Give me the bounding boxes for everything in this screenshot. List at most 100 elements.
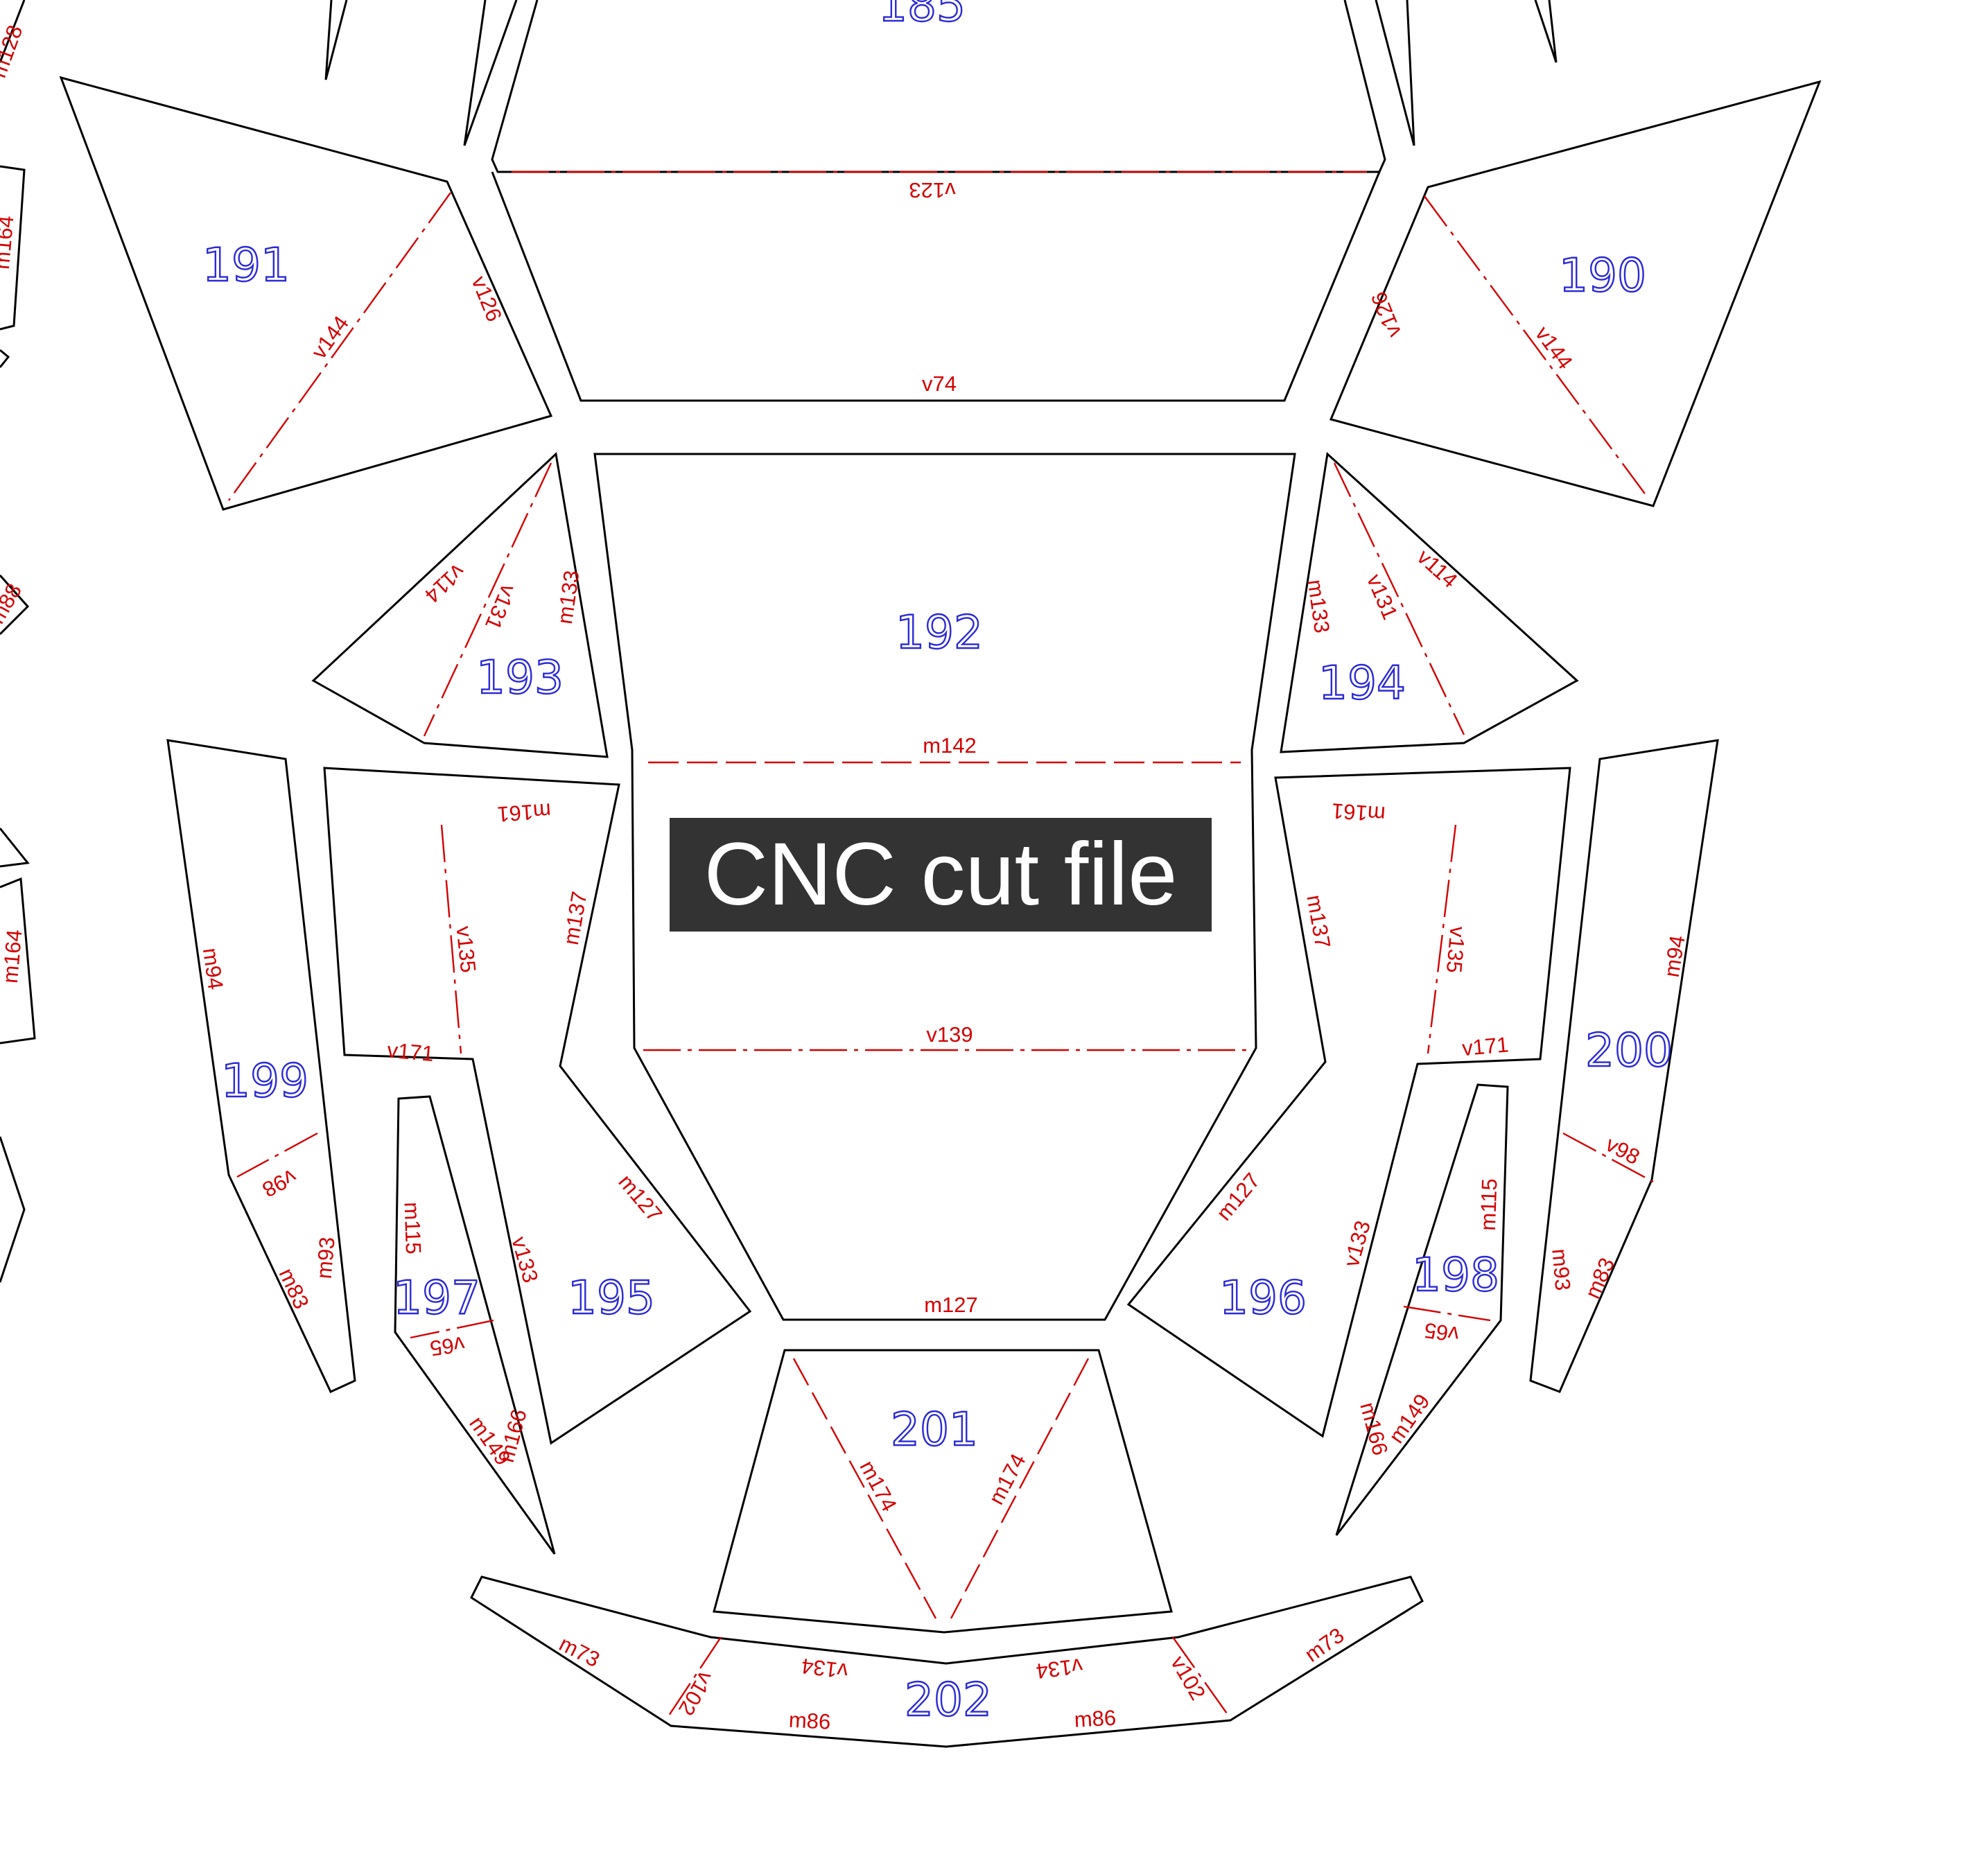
part-number-197: 197 [393, 1271, 480, 1325]
edge-label-m86-right: m86 [1074, 1706, 1117, 1732]
part-194-outline [1280, 452, 1579, 753]
cut-outlines [0, 0, 1822, 1748]
edge-label-v74: v74 [922, 372, 957, 396]
edge-label-m115-left: m115 [400, 1202, 426, 1255]
fold-v65-right [1403, 1305, 1491, 1322]
edge-label-m161-right: m161 [1331, 798, 1386, 826]
edge-label-m174-left: m174 [855, 1456, 901, 1515]
edge-label-m161-left: m161 [496, 798, 552, 826]
part-number-196: 196 [1219, 1271, 1307, 1325]
part-192-outline [593, 453, 1296, 1321]
part-191-outline [59, 76, 553, 511]
partial-piece-left-7 [0, 1136, 26, 1283]
edge-label-v126-left: v126 [467, 272, 507, 324]
part-numbers: 185 190 191 192 193 194 195 196 197 198 … [202, 0, 1673, 1727]
fold-lines [228, 171, 1654, 1716]
partial-piece-left-2 [0, 165, 26, 331]
edge-label-m73-left: m73 [555, 1632, 604, 1672]
fold-v131-right [1333, 462, 1465, 735]
part-196-outline [1126, 767, 1571, 1438]
part-197-outline [394, 1095, 556, 1555]
part-193-outline [311, 452, 609, 758]
part-192-top-outline [491, 171, 1381, 402]
edge-label-v65-right: v65 [1422, 1318, 1460, 1347]
edge-label-v98-left: v98 [259, 1164, 301, 1202]
edge-label-m164-upper: m164 [0, 215, 19, 270]
edge-label-v134-right: v134 [1035, 1654, 1084, 1684]
part-201-outline [713, 1349, 1173, 1634]
fold-v98-left [236, 1132, 318, 1178]
sliver-top-left-a [324, 0, 348, 80]
part-number-198: 198 [1412, 1248, 1499, 1302]
edge-label-m133-left: m133 [552, 569, 584, 626]
edge-label-v65-left: v65 [428, 1331, 466, 1361]
edge-label-v102-right: v102 [1166, 1652, 1210, 1704]
edge-label-m127-left: m127 [613, 1170, 667, 1227]
edge-label-m86-left: m86 [788, 1708, 831, 1734]
edge-label-v135-right: v135 [1442, 925, 1470, 974]
part-number-192: 192 [896, 606, 983, 659]
partial-piece-left-5 [0, 828, 30, 868]
part-number-201: 201 [891, 1403, 978, 1456]
part-202-outline [470, 1575, 1424, 1748]
edge-label-m127-bottom: m127 [924, 1293, 978, 1317]
edge-label-m115-right: m115 [1476, 1178, 1502, 1231]
edge-label-m93-right: m93 [1547, 1248, 1575, 1291]
part-number-185: 185 [878, 0, 966, 32]
edge-label-v131-left: v131 [480, 581, 521, 634]
part-199-outline [166, 739, 356, 1393]
fold-v102-left [668, 1636, 722, 1716]
edge-label-m149-right: m149 [1384, 1390, 1435, 1448]
edge-label-v126-right: v126 [1366, 288, 1406, 340]
edge-label-v171-right: v171 [1461, 1032, 1510, 1060]
edge-label-m128: m128 [0, 22, 28, 81]
part-number-190: 190 [1559, 249, 1646, 302]
sliver-top-right-a [1375, 0, 1415, 146]
part-number-194: 194 [1318, 656, 1406, 710]
edge-label-v114-right: v114 [1413, 545, 1463, 593]
part-number-202: 202 [905, 1673, 992, 1727]
part-number-199: 199 [221, 1054, 308, 1108]
edge-label-m83-right: m83 [1580, 1254, 1620, 1302]
edge-label-m142: m142 [923, 733, 977, 758]
edge-label-m94-right: m94 [1659, 934, 1690, 979]
part-185-outline [491, 0, 1386, 173]
edge-label-m137-right: m137 [1302, 893, 1335, 950]
edge-label-v171-left: v171 [386, 1038, 435, 1066]
part-190-outline [1329, 80, 1822, 507]
edge-label-v102-left: v102 [674, 1667, 718, 1720]
fold-v98-right [1562, 1132, 1654, 1183]
partial-piece-left-6 [0, 877, 36, 1045]
edge-label-m94-left: m94 [198, 946, 228, 991]
part-number-200: 200 [1585, 1024, 1673, 1077]
fold-v135-right [1427, 824, 1457, 1054]
edge-label-v139: v139 [926, 1022, 973, 1047]
edge-label-m93-left: m93 [312, 1236, 340, 1279]
fold-v135-left [440, 824, 462, 1054]
edge-label-m174-right: m174 [984, 1449, 1030, 1508]
partial-piece-left-4 [0, 575, 30, 636]
sliver-top-left-b [463, 0, 518, 146]
fold-v144-left [228, 192, 451, 501]
edge-label-v134-left: v134 [800, 1654, 849, 1684]
edge-label-v133-right: v133 [1339, 1218, 1375, 1269]
edge-label-v98-right: v98 [1602, 1132, 1644, 1169]
edge-label-m133-right: m133 [1303, 578, 1334, 635]
fold-v144-right [1424, 195, 1647, 496]
part-200-outline [1529, 739, 1719, 1393]
edge-label-v131-right: v131 [1362, 570, 1402, 623]
fold-m174-right [950, 1358, 1090, 1619]
partial-piece-left-3 [0, 349, 10, 368]
edge-label-v133-left: v133 [507, 1234, 543, 1285]
cnc-banner: CNC cut file [670, 818, 1212, 932]
edge-label-v114-left: v114 [420, 559, 469, 608]
fold-v65-left [410, 1319, 494, 1339]
sliver-top-right-b [1534, 0, 1558, 63]
edge-label-m127-right: m127 [1212, 1169, 1265, 1225]
fold-v131-left [423, 462, 552, 737]
part-number-195: 195 [568, 1271, 655, 1325]
edge-label-m164-lower: m164 [0, 929, 27, 984]
edge-label-m83-left: m83 [274, 1264, 313, 1312]
partial-piece-left-1 [0, 0, 26, 63]
